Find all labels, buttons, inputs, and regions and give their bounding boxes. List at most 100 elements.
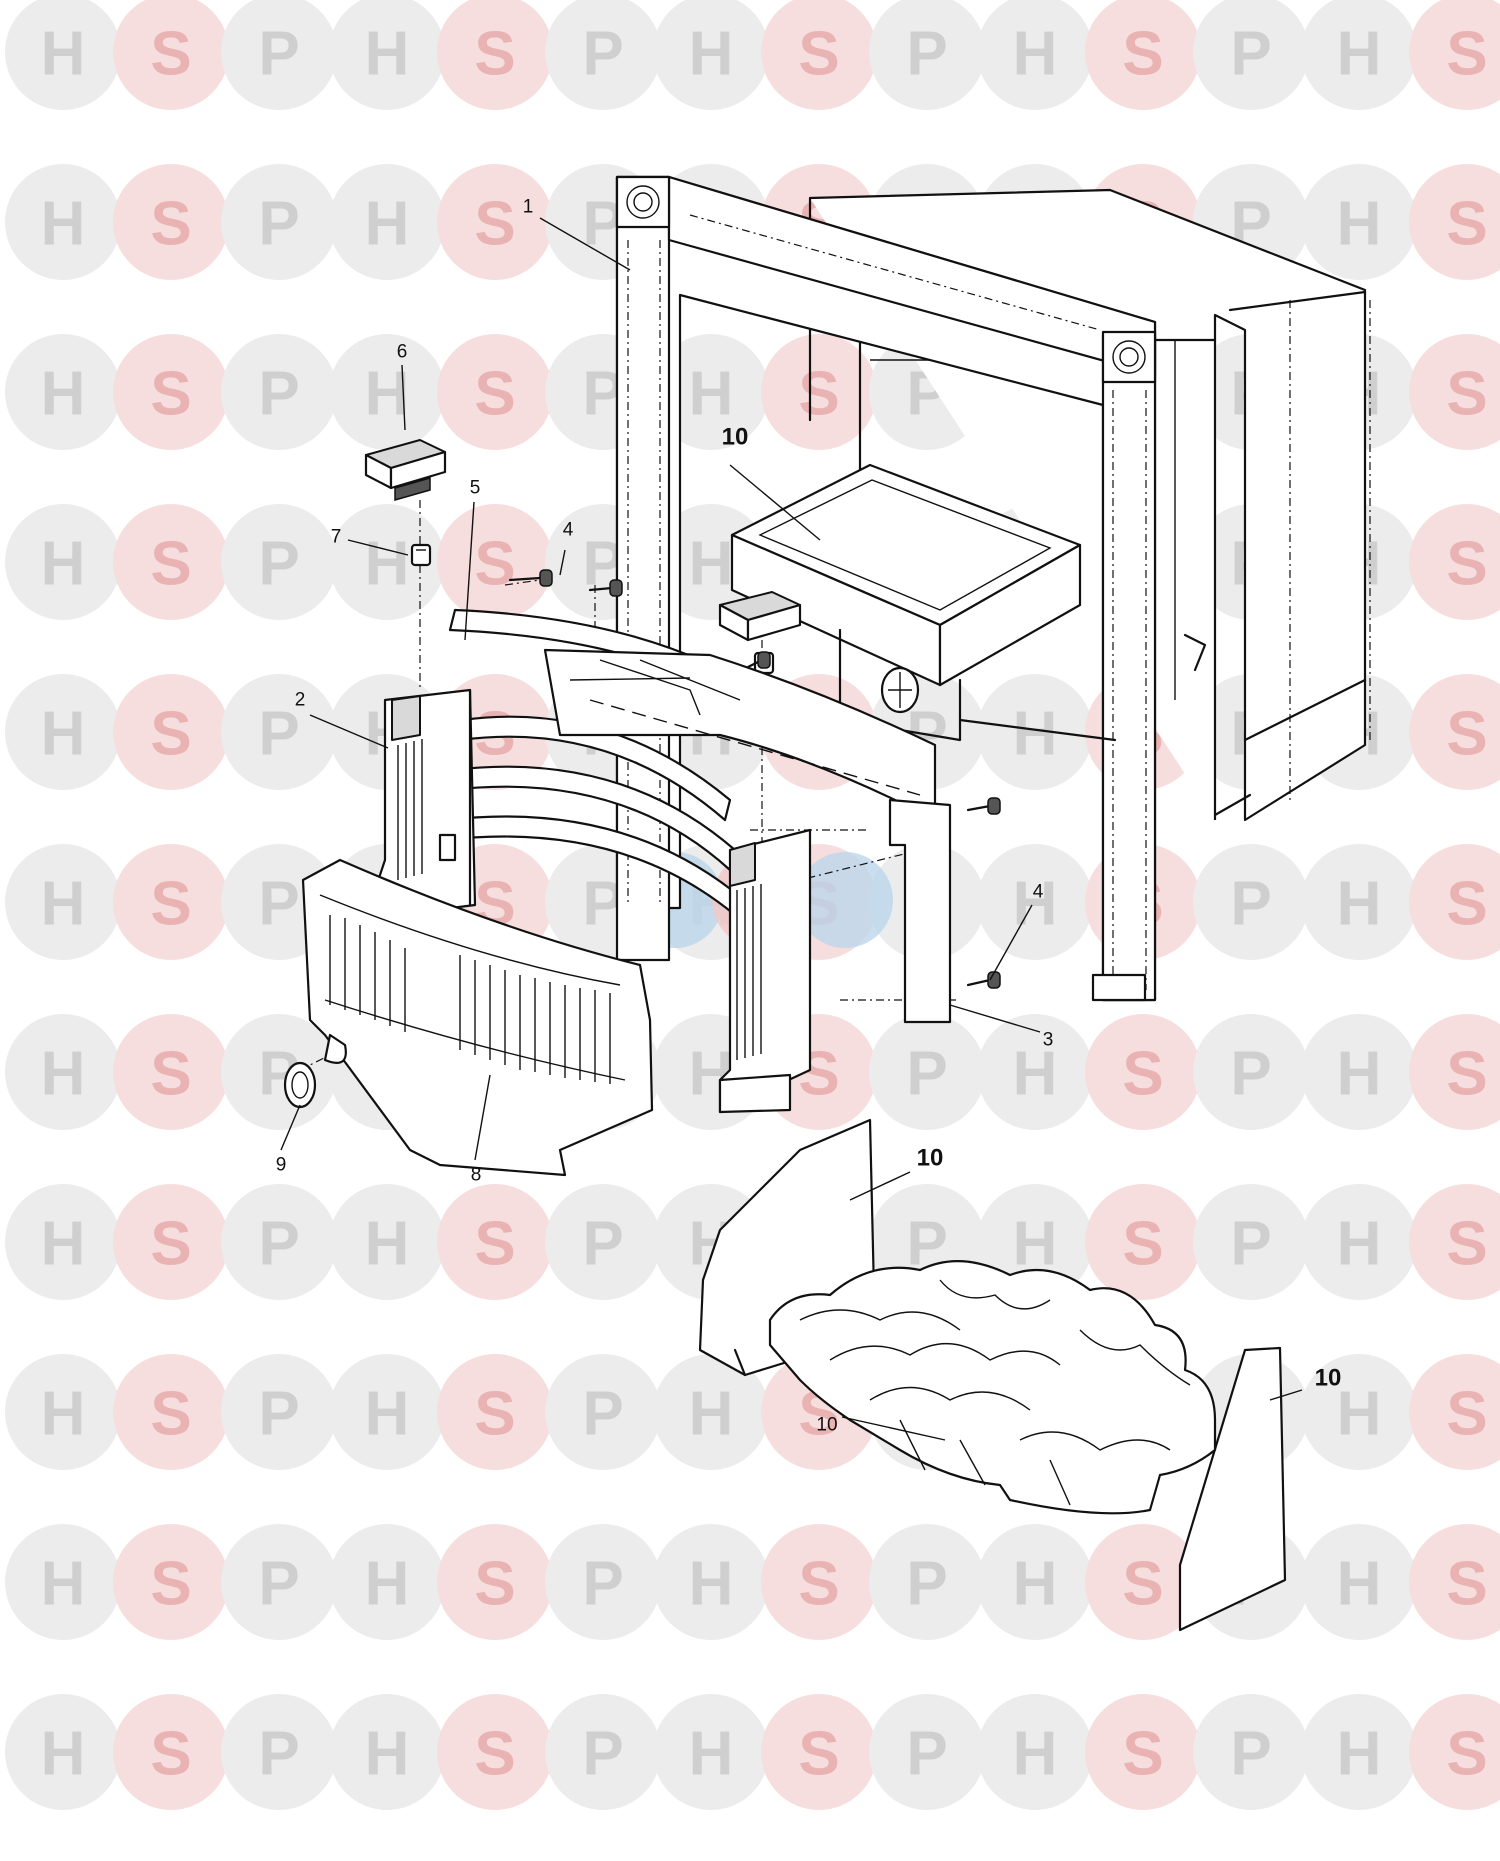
watermark-letter: H [1337,20,1382,89]
callout-1: 1 [523,197,534,218]
watermark-circle [545,1694,661,1810]
watermark-circle [1085,1014,1201,1130]
watermark-circle [1409,844,1500,960]
watermark-circle [1301,1354,1417,1470]
watermark-letter: P [582,1720,623,1789]
watermark-letter: S [474,1380,515,1449]
watermark-letter: H [1337,1210,1382,1279]
watermark-letter: H [1337,190,1382,259]
watermark-letter: S [1446,700,1487,769]
watermark-letter: P [258,190,299,259]
watermark-circle [977,844,1093,960]
watermark-circle [1193,844,1309,960]
knob-cap-left [364,439,447,501]
watermark-circle [5,504,121,620]
watermark-circle [761,1524,877,1640]
watermark-letter: S [474,190,515,259]
watermark-letter: S [150,1380,191,1449]
watermark-circle [113,1014,229,1130]
watermark-letter: S [1122,20,1163,89]
watermark-circle [1409,1354,1500,1470]
watermark-letter: H [1337,1720,1382,1789]
watermark-circle [437,1694,553,1810]
watermark-circle [1301,844,1417,960]
watermark-letter: H [1013,700,1058,769]
watermark-circle [1301,0,1417,110]
watermark-letter: H [1013,1550,1058,1619]
watermark-letter: H [1013,1210,1058,1279]
watermark-circle [5,334,121,450]
watermark-letter: S [798,20,839,89]
callout-5: 5 [470,478,481,499]
watermark-letter: S [150,1550,191,1619]
fret-bars [443,608,937,917]
watermark-circle [113,1694,229,1810]
watermark-circle [1085,1524,1201,1640]
watermark-circle [1301,1694,1417,1810]
watermark-letter: H [41,870,86,939]
watermark-letter: S [474,1550,515,1619]
watermark-letter: S [474,1720,515,1789]
watermark-letter: S [1122,1040,1163,1109]
watermark-letter: H [41,1720,86,1789]
watermark-letter: S [1446,1210,1487,1279]
watermark-letter: H [365,530,410,599]
watermark-circle [1193,1184,1309,1300]
watermark-circle [1409,1694,1500,1810]
watermark-letter: S [798,360,839,429]
callout-9: 9 [276,1155,287,1176]
watermark-circle [5,0,121,110]
watermark-circle [437,1184,553,1300]
watermark-letter: P [1230,870,1271,939]
handle-ring [283,1061,317,1109]
callout-7: 7 [331,527,342,548]
watermark-letter: P [1230,1040,1271,1109]
watermark-letter: P [1230,20,1271,89]
watermark-letter: P [258,700,299,769]
watermark-circle [329,164,445,280]
watermark-circle [1409,504,1500,620]
watermark-circle [5,844,121,960]
watermark-letter: H [689,20,734,89]
watermark-letter: H [365,20,410,89]
watermark-circle [1409,334,1500,450]
watermark-circle [545,0,661,110]
watermark-letter: S [474,530,515,599]
watermark-circle [437,334,553,450]
watermark-circle [329,1694,445,1810]
watermark-letter: H [689,1720,734,1789]
watermark-circle [1193,0,1309,110]
watermark-circle [1193,1694,1309,1810]
watermark-circle [221,504,337,620]
watermark-circle [113,334,229,450]
watermark-letter: S [150,870,191,939]
watermark-circle [1409,1524,1500,1640]
watermark-letter: H [41,190,86,259]
watermark-letter: S [474,1210,515,1279]
watermark-circle [977,1014,1093,1130]
callout-10: 10 [917,1145,944,1172]
watermark-circle [113,504,229,620]
watermark-letter: P [1230,1720,1271,1789]
watermark-circle [113,844,229,960]
watermark-letter: S [1446,530,1487,599]
watermark-circle [5,164,121,280]
watermark-circle [437,1354,553,1470]
knob-cap-right [718,591,802,642]
watermark-letter: S [150,190,191,259]
center-logo-circle [797,852,893,948]
watermark-letter: H [365,1380,410,1449]
watermark-circle [653,1694,769,1810]
watermark-circle [761,0,877,110]
watermark-letter: P [258,870,299,939]
watermark-circle [5,1014,121,1130]
watermark-letter: S [1122,1550,1163,1619]
watermark-circle [1409,164,1500,280]
watermark-circle [1193,1014,1309,1130]
fuel-bed [768,1260,1217,1515]
callout-3: 3 [1043,1030,1054,1051]
watermark-letter: H [41,360,86,429]
burner-tray [730,463,1082,687]
watermark-circle [329,0,445,110]
